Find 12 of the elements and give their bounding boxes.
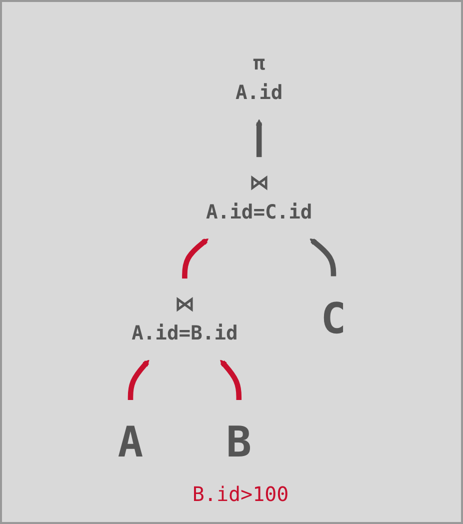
arrow [309,238,336,276]
operator-node: π A.id [212,38,305,120]
arrow [255,119,262,158]
node-label: ⋈ [174,292,194,316]
relation-node: A [94,400,166,486]
arrow [127,360,149,400]
arrow [182,238,208,279]
node-label: C [320,294,346,344]
arrow [220,360,242,400]
node-label: ⋈ [248,172,268,194]
node-label: A.id=C.id [205,200,312,224]
node-label: A.id=B.id [131,322,238,345]
